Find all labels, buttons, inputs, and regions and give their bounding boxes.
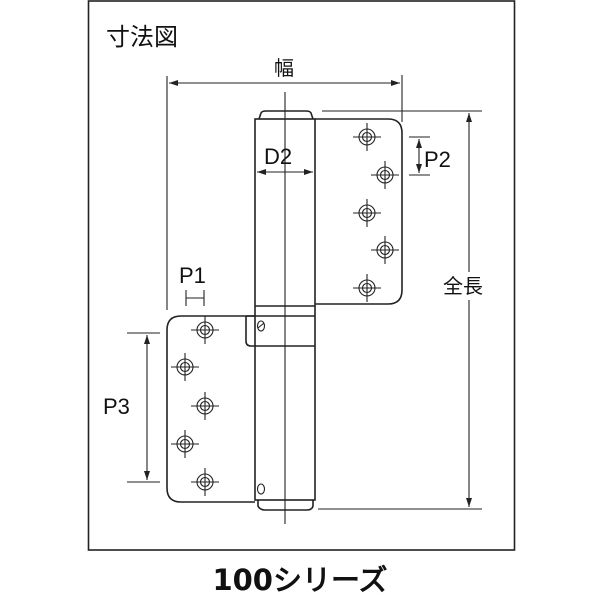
- bottom-leaf: [166, 315, 255, 503]
- screw-hole-icon: [171, 430, 199, 458]
- top-leaf: [315, 118, 403, 305]
- screw-hole-icon: [191, 316, 219, 344]
- p3-label: P3: [103, 394, 130, 419]
- screw-hole-icon: [191, 392, 219, 420]
- series-label: 100シリーズ: [212, 563, 387, 597]
- screw-hole-icon: [371, 236, 399, 264]
- width-dimension: 幅: [166, 56, 403, 310]
- p2-label: P2: [424, 147, 451, 172]
- total-length-label: 全長: [443, 274, 483, 298]
- hinge-barrel: [245, 92, 316, 524]
- total-length-dimension: 全長: [318, 110, 483, 510]
- screw-hole-icon: [171, 353, 199, 381]
- screw-hole-icon: [371, 161, 399, 189]
- frame: [87, 0, 516, 551]
- d2-label: D2: [264, 144, 292, 169]
- screw-hole-icon: [353, 199, 381, 227]
- screw-icon: [256, 320, 266, 332]
- p3-dimension: P3: [103, 332, 160, 483]
- screw-hole-icon: [353, 274, 381, 302]
- screw-holes: [171, 123, 399, 496]
- p2-dimension: P2: [409, 136, 451, 176]
- width-label: 幅: [274, 56, 294, 80]
- screw-hole-icon: [191, 468, 219, 496]
- screw-hole-icon: [353, 123, 381, 151]
- p1-label: P1: [179, 263, 206, 288]
- pin-hole: [256, 483, 266, 495]
- p1-dimension: P1: [179, 263, 206, 306]
- diagram-title: 寸法図: [106, 23, 178, 51]
- d2-dimension: D2: [257, 144, 313, 175]
